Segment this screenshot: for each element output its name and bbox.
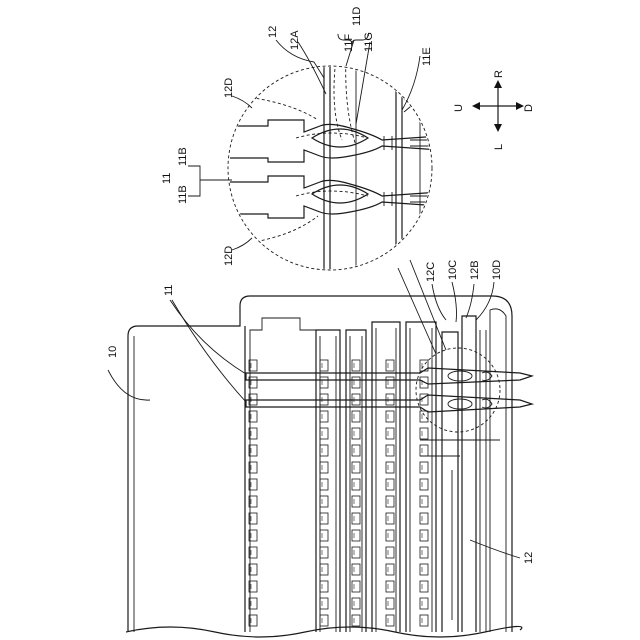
label-ref-12A: 12A [289, 30, 301, 50]
label-ref-11G: 11G [363, 32, 375, 52]
label-ref-12C: 12C [425, 262, 437, 282]
terminal-slot [386, 581, 394, 592]
label-ref-11B-b: 11B [177, 147, 189, 166]
terminal-11-lower [246, 395, 532, 412]
label-ref-10D: 10D [491, 260, 503, 280]
arrow-up-icon [494, 80, 502, 88]
terminal-slot [320, 479, 328, 490]
terminal-slot [352, 360, 360, 371]
terminal-slot [320, 462, 328, 473]
terminal-slot [352, 445, 360, 456]
terminal-slot [386, 428, 394, 439]
terminal-slot [420, 411, 428, 422]
terminal-slot [320, 615, 328, 626]
terminal-slot [386, 615, 394, 626]
terminal-slot [420, 462, 428, 473]
reference-labels: 10 11 11 11B 11B 12 12A 11F 11G 11D 11E … [107, 7, 535, 564]
terminal-slot [320, 360, 328, 371]
terminal-slot [386, 598, 394, 609]
terminal-slot [386, 479, 394, 490]
terminal-slot [352, 513, 360, 524]
terminal-slot [420, 615, 428, 626]
label-ref-11D: 11D [351, 7, 363, 26]
terminal-slot [320, 513, 328, 524]
terminal-slot [320, 530, 328, 541]
terminal-slot [420, 428, 428, 439]
terminal-slot [352, 564, 360, 575]
terminal-slot [352, 411, 360, 422]
terminal-slot [352, 530, 360, 541]
terminal-slot [320, 377, 328, 388]
direction-label-right: R [493, 70, 505, 78]
terminal-slot [320, 564, 328, 575]
label-ref-12-top: 12 [267, 26, 279, 38]
label-ref-11B-a: 11B [177, 185, 189, 204]
terminal-slot [352, 479, 360, 490]
arrow-left-icon [472, 102, 480, 110]
label-ref-10C: 10C [447, 260, 459, 280]
direction-indicator [472, 80, 524, 132]
terminal-slot [320, 547, 328, 558]
terminal-slot [352, 598, 360, 609]
label-ref-11-side: 11 [161, 173, 173, 184]
terminal-slot [420, 479, 428, 490]
terminal-slot [420, 598, 428, 609]
terminal-slot [420, 581, 428, 592]
terminal-slot [352, 547, 360, 558]
label-ref-10: 10 [107, 346, 119, 358]
label-ref-12-bottom: 12 [523, 552, 535, 564]
arrow-down-icon [494, 124, 502, 132]
terminal-slot [420, 445, 428, 456]
label-ref-11E: 11E [421, 47, 433, 66]
terminal-slot [386, 360, 394, 371]
direction-label-up: U [453, 104, 465, 112]
terminal-slot [320, 496, 328, 507]
terminal-slot [352, 496, 360, 507]
terminal-slot [420, 547, 428, 558]
terminal-slot [352, 462, 360, 473]
label-ref-12D-top: 12D [223, 78, 235, 98]
label-ref-11F: 11F [343, 34, 355, 52]
direction-label-down: D [523, 104, 535, 112]
terminal-slot [320, 428, 328, 439]
terminal-slot [386, 547, 394, 558]
terminal-slot [386, 513, 394, 524]
terminal-slot [352, 615, 360, 626]
terminal-slot [386, 496, 394, 507]
terminal-slot [320, 581, 328, 592]
terminal-slot [386, 564, 394, 575]
terminal-slot [320, 445, 328, 456]
terminal-slot [386, 530, 394, 541]
terminal-slot [420, 530, 428, 541]
housing-ribs [316, 309, 506, 632]
terminal-slot [386, 411, 394, 422]
terminal-slot [386, 462, 394, 473]
label-ref-12B: 12B [469, 260, 481, 280]
terminal-slot [386, 377, 394, 388]
label-ref-11-top: 11 [163, 285, 175, 296]
terminal-11-upper [246, 368, 532, 384]
terminal-slot [352, 581, 360, 592]
terminal-slot [352, 377, 360, 388]
enlarged-detail [228, 58, 440, 290]
terminal-slot [320, 411, 328, 422]
terminal-slot [420, 513, 428, 524]
terminal-slot [420, 496, 428, 507]
label-ref-12D-bottom: 12D [223, 246, 235, 266]
terminal-slot [352, 428, 360, 439]
direction-label-left: L [493, 144, 505, 150]
terminal-slot [320, 598, 328, 609]
terminal-slot [420, 564, 428, 575]
terminal-slot [386, 445, 394, 456]
